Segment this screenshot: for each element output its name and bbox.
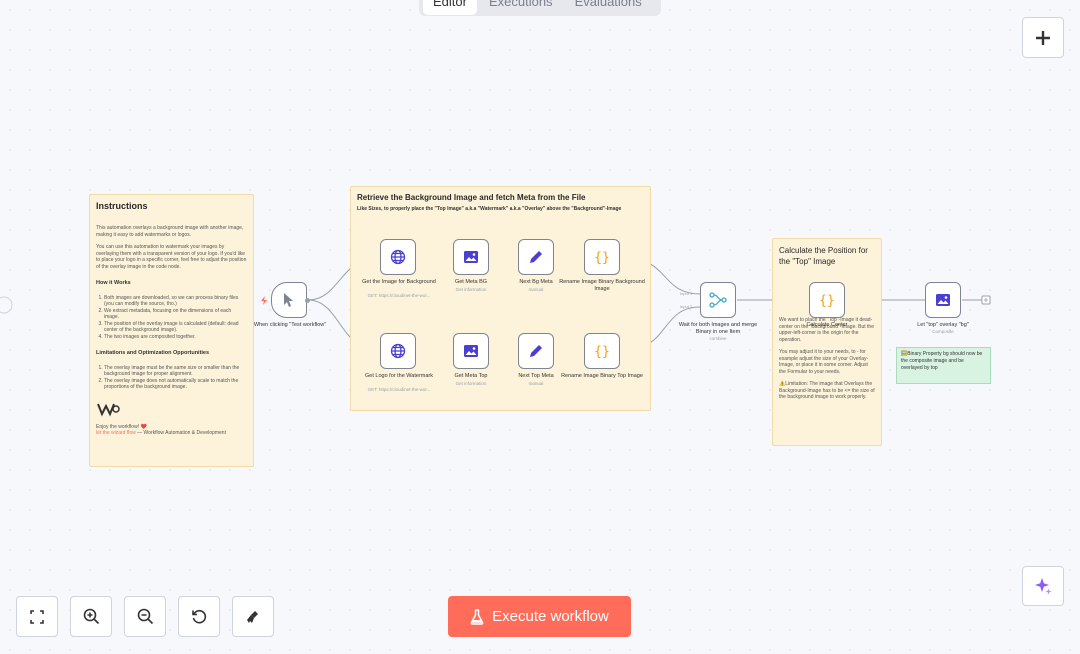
footer-enjoy: Enjoy the workflow! ❤️ (96, 423, 147, 430)
execute-workflow-label: Execute workflow (492, 608, 609, 625)
execute-workflow-button[interactable]: Execute workflow (448, 596, 631, 637)
node-meta-bg-label: Get Meta BG (454, 279, 488, 285)
bolt-icon (261, 296, 267, 305)
limit-item: The overlay image must be the same size … (104, 365, 247, 378)
node-meta-top-sub: Get information (455, 381, 487, 386)
node-calc-center[interactable]: {} (809, 282, 845, 318)
calc-p2: You may adjust it to your needs, to - fo… (779, 349, 869, 375)
flask-icon (470, 608, 484, 625)
node-get-logo-label: Get Logo for the Watermark (365, 373, 433, 379)
output-handle[interactable] (305, 298, 310, 303)
zoom-out-icon (137, 608, 153, 625)
code-braces-icon: {} (819, 294, 835, 308)
sticky-retrieve[interactable]: Retrieve the Background Image and fetch … (350, 186, 651, 411)
node-merge-sub: combine (709, 336, 727, 341)
cursor-icon (284, 293, 293, 307)
pencil-icon (530, 251, 542, 263)
node-get-bg[interactable] (380, 239, 416, 275)
how-item: The position of the overlay image is cal… (104, 321, 247, 334)
sparkle-icon (1035, 578, 1052, 595)
node-meta-top[interactable] (453, 333, 489, 369)
svg-text:{}: {} (819, 294, 835, 308)
broom-icon (247, 610, 258, 623)
node-next-top[interactable] (518, 333, 554, 369)
tidy-up-button[interactable] (232, 596, 274, 637)
fullscreen-icon (30, 609, 44, 624)
node-rename-bg[interactable]: {} (584, 239, 620, 275)
globe-icon (390, 343, 406, 359)
sticky-note-result[interactable]: 🖼️Binary Property bg should now be the c… (896, 347, 991, 384)
zoom-in-icon (83, 608, 99, 625)
node-next-bg[interactable] (518, 239, 554, 275)
retrieve-subtitle: Like Sizes, to properly place the "Top I… (357, 206, 622, 212)
wizard-logo-icon (97, 403, 120, 416)
node-next-bg-label: Next Bg Meta (519, 279, 553, 285)
instructions-p2: You can use this automation to watermark… (96, 244, 247, 270)
sticky-calculate[interactable]: Calculate the Position for the "Top" Ima… (772, 238, 882, 446)
instructions-title: Instructions (96, 201, 148, 211)
node-overlay-label: Let "top" overlay "bg" (917, 322, 969, 328)
tab-executions[interactable]: Executions (488, 0, 553, 9)
node-merge-label: Wait for both Images and merge Binary in… (678, 322, 758, 335)
node-next-top-label: Next Top Meta (518, 373, 554, 379)
reset-zoom-button[interactable] (178, 596, 220, 637)
node-rename-bg-label: Rename Image Binary Background Image (559, 279, 645, 292)
tab-editor[interactable]: Editor (423, 0, 477, 15)
instructions-p1: This automation overlays a background im… (96, 225, 244, 238)
tab-evaluations[interactable]: Evaluations (574, 0, 642, 9)
calc-p1: We want to place the "Top"-Image it dead… (779, 317, 874, 343)
image-icon (936, 294, 950, 306)
footer-text: — Workflow Automation & Development (135, 430, 226, 436)
node-rename-top[interactable]: {} (584, 333, 620, 369)
node-get-bg-label: Get the Image for Background (362, 279, 436, 285)
node-overlay[interactable] (925, 282, 961, 318)
node-next-top-sub: manual (528, 381, 544, 386)
how-item: The two images are composited together. (104, 334, 247, 341)
pencil-icon (530, 345, 542, 357)
retrieve-title: Retrieve the Background Image and fetch … (357, 193, 586, 202)
svg-text:{}: {} (594, 345, 610, 359)
limit-item: The overlay image does not automatically… (104, 378, 247, 391)
node-trigger[interactable] (271, 282, 307, 318)
node-calc-center-label: Calculate Center (806, 322, 848, 328)
image-icon (464, 251, 478, 263)
svg-text:{}: {} (594, 251, 610, 265)
image-icon (464, 345, 478, 357)
node-next-bg-sub: manual (528, 287, 544, 292)
merge-input-2-label: Input 2 (680, 304, 693, 309)
node-meta-top-label: Get Meta Top (454, 373, 488, 379)
code-braces-icon: {} (594, 345, 610, 359)
zoom-to-fit-button[interactable] (16, 596, 58, 637)
how-item: We extract metadata, focusing on the dim… (104, 308, 247, 321)
node-meta-bg-sub: Get information (455, 287, 487, 292)
sticky-instructions[interactable]: Instructions This automation overlays a … (89, 194, 254, 467)
how-title: How it Works (96, 280, 131, 286)
plus-icon (1036, 30, 1050, 45)
ai-assistant-button[interactable] (1022, 566, 1064, 606)
limits-title: Limitations and Optimization Opportuniti… (96, 350, 210, 356)
globe-icon (390, 249, 406, 265)
calc-title: Calculate the Position for the "Top" Ima… (779, 246, 868, 266)
zoom-out-button[interactable] (124, 596, 166, 637)
node-merge[interactable] (700, 282, 736, 318)
node-trigger-label: When clicking "Test workflow" (253, 322, 327, 328)
footer-link[interactable]: let the wizard flow (96, 430, 136, 436)
zoom-in-button[interactable] (70, 596, 112, 637)
code-braces-icon: {} (594, 251, 610, 265)
canvas-edge-handle (0, 296, 13, 314)
add-node-button[interactable] (1022, 17, 1064, 58)
merge-icon (709, 292, 727, 308)
node-meta-bg[interactable] (453, 239, 489, 275)
merge-input-1-label: Input 1 (680, 291, 693, 296)
node-get-bg-sub: GET: https://cloudinet-the-wor... (367, 293, 431, 298)
node-get-logo-sub: GET: https://cloudinet-the-wor... (367, 387, 431, 392)
node-get-logo[interactable] (380, 333, 416, 369)
node-rename-top-label: Rename Image Binary Top Image (561, 373, 643, 379)
how-item: Both images are downloaded, so we can pr… (104, 295, 247, 308)
reset-icon (192, 609, 207, 623)
view-tabs: Editor Executions Evaluations (419, 0, 661, 16)
node-overlay-sub: Composite (932, 329, 954, 334)
calc-p3: ⚠️Limitation: The image that Overlays th… (779, 381, 875, 400)
